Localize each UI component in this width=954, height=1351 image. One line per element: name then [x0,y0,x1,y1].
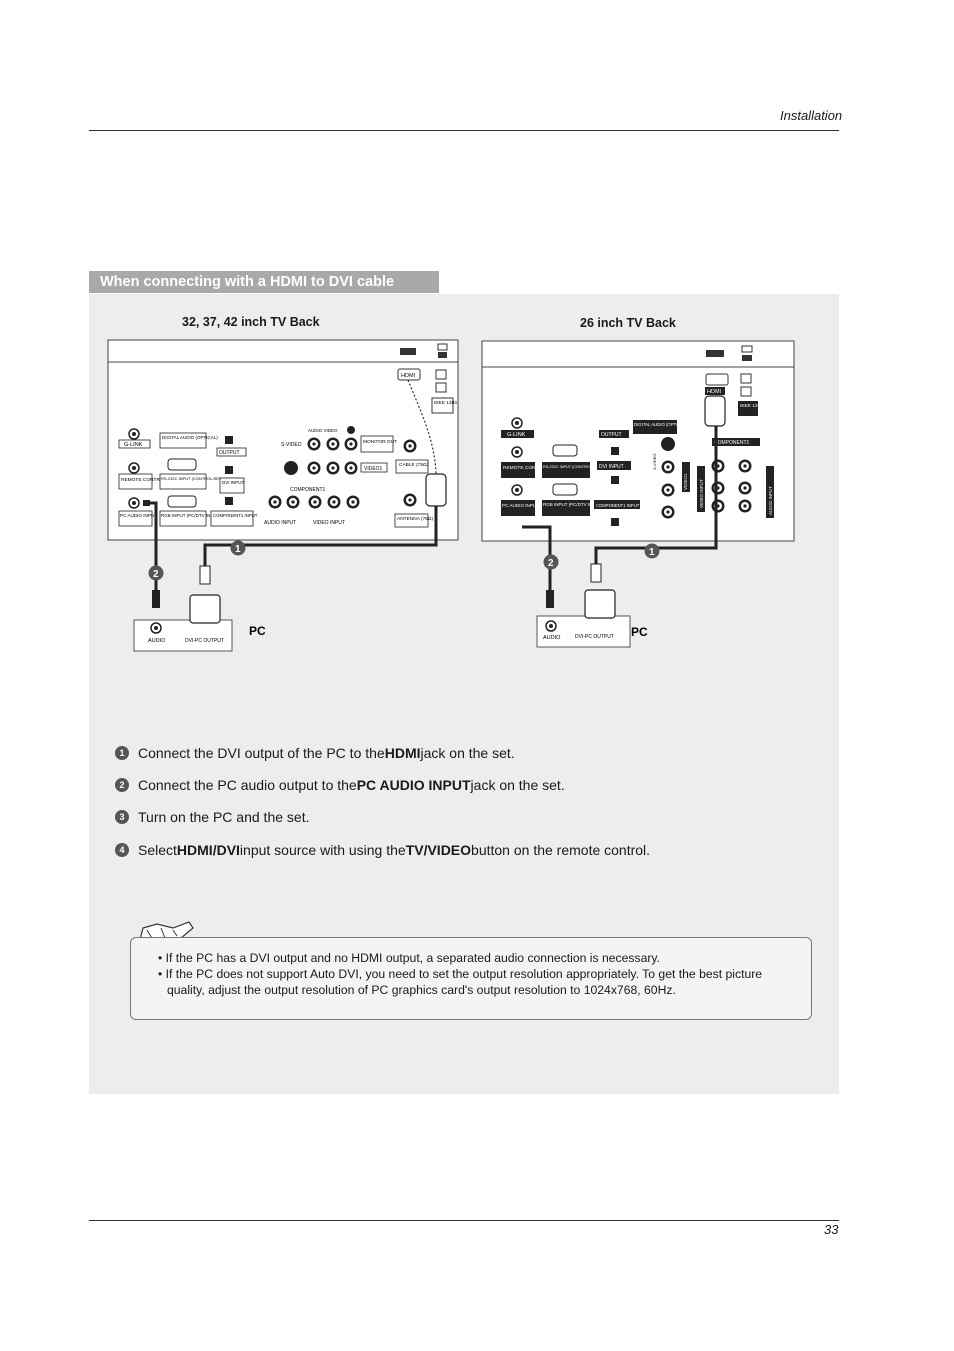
connection-diagram: HDMI IEEE 1394 G-LINK REMOTE CONTROL PC … [107,339,795,652]
left-pc: AUDIO DVI-PC OUTPUT PC [133,594,266,652]
step-3: 3 Turn on the PC and the set. [115,809,309,825]
left-hdmi-label: HDMI [401,373,416,379]
step-number: 2 [115,778,129,792]
right-pc-audio: PC AUDIO INPUT [502,503,539,508]
right-s-video: S-VIDEO [652,454,657,470]
step-number: 4 [115,843,129,857]
page-number: 33 [824,1222,839,1237]
step-4: 4 Select HDMI/DVI input source with usin… [115,842,650,858]
left-digital-audio: DIGITAL AUDIO (OPTICAL) [162,435,218,440]
right-pc-dvi-label: DVI-PC OUTPUT [575,634,614,640]
right-rs232: RS-232C INPUT (CONTROL/SERVICE PORT) [543,465,623,469]
section-title: When connecting with a HDMI to DVI cable [89,271,439,293]
section-header: Installation [780,108,843,123]
left-antenna: ANTENNA (75Ω) [397,516,434,522]
left-ieee-label: IEEE 1394 [434,400,457,406]
diagram-right-title: 26 inch TV Back [580,316,676,330]
left-audio-input: AUDIO INPUT [264,520,296,526]
right-hdmi-label: HDMI [707,389,722,395]
left-dvi-input: DVI INPUT [222,480,245,485]
step-2: 2 Connect the PC audio output to the PC … [115,777,565,793]
footer-rule [89,1220,839,1221]
left-rs232: RS-232C INPUT (CONTROL/SERVICE) [161,476,233,481]
step-1: 1 Connect the DVI output of the PC to th… [115,745,515,761]
right-video-input: VIDEO INPUT [699,479,704,508]
diagram-left-title: 32, 37, 42 inch TV Back [182,315,320,329]
left-video-input: VIDEO INPUT [313,520,345,526]
note-box: • If the PC has a DVI output and no HDMI… [130,937,812,1020]
step-number: 1 [115,746,129,760]
left-rgb-input: RGB INPUT (PC/DTV INPUT) [161,513,221,518]
left-cable: CABLE (75Ω) [399,462,429,468]
right-digital-audio: DIGITAL AUDIO (OPTICAL) [634,422,688,427]
left-pc-audio-label: AUDIO [148,638,166,644]
right-pc-audio-label: AUDIO [543,635,561,641]
left-callout-2: 2 [153,569,159,580]
right-rgb-input: RGB INPUT (PC/DTV INPUT) [543,502,603,507]
header-rule [89,130,839,131]
note-item: • If the PC does not support Auto DVI, y… [158,967,763,997]
left-component1: COMPONENT1 [290,487,326,493]
left-pc-audio: PC AUDIO INPUT [120,513,157,518]
right-pc: AUDIO DVI-PC OUTPUT PC [536,589,648,648]
right-output: OUTPUT [601,432,622,438]
left-video1: VIDEO1 [364,466,383,472]
left-output: OUTPUT [219,450,240,456]
left-glink: G-LINK [124,442,143,448]
left-remote: REMOTE CONTROL [121,477,167,483]
right-pc-label: PC [631,625,648,639]
right-component1-input: COMPONENT1 INPUT [596,503,640,508]
right-callout-1: 1 [649,547,655,558]
left-audio-video: AUDIO VIDEO [308,428,338,433]
right-glink: G-LINK [507,432,526,438]
right-component1: COMPONENT1 [714,440,750,446]
step-number: 3 [115,810,129,824]
right-audio-input: AUDIO INPUT [768,486,773,515]
right-dvi-input: DVI INPUT [599,464,624,470]
left-component1-input: COMPONENT1 INPUT [213,513,258,518]
left-callout-1: 1 [235,544,241,555]
right-svideo: VIDEO1 [683,473,688,490]
left-pc-dvi-label: DVI-PC OUTPUT [185,638,224,644]
right-tv-back: HDMI IEEE 1394 G-LINK REMOTE CONTROL PC … [481,340,795,542]
right-remote: REMOTE CONTROL [503,465,549,471]
left-tv-back: HDMI IEEE 1394 G-LINK REMOTE CONTROL PC … [107,339,459,541]
left-monitor-out: MONITOR OUT [363,439,397,445]
left-svideo: S-VIDEO [281,442,302,448]
left-pc-label: PC [249,624,266,638]
right-callout-2: 2 [548,558,554,569]
note-item: • If the PC has a DVI output and no HDMI… [158,951,660,965]
right-ieee-label: IEEE 1394 [740,403,763,409]
